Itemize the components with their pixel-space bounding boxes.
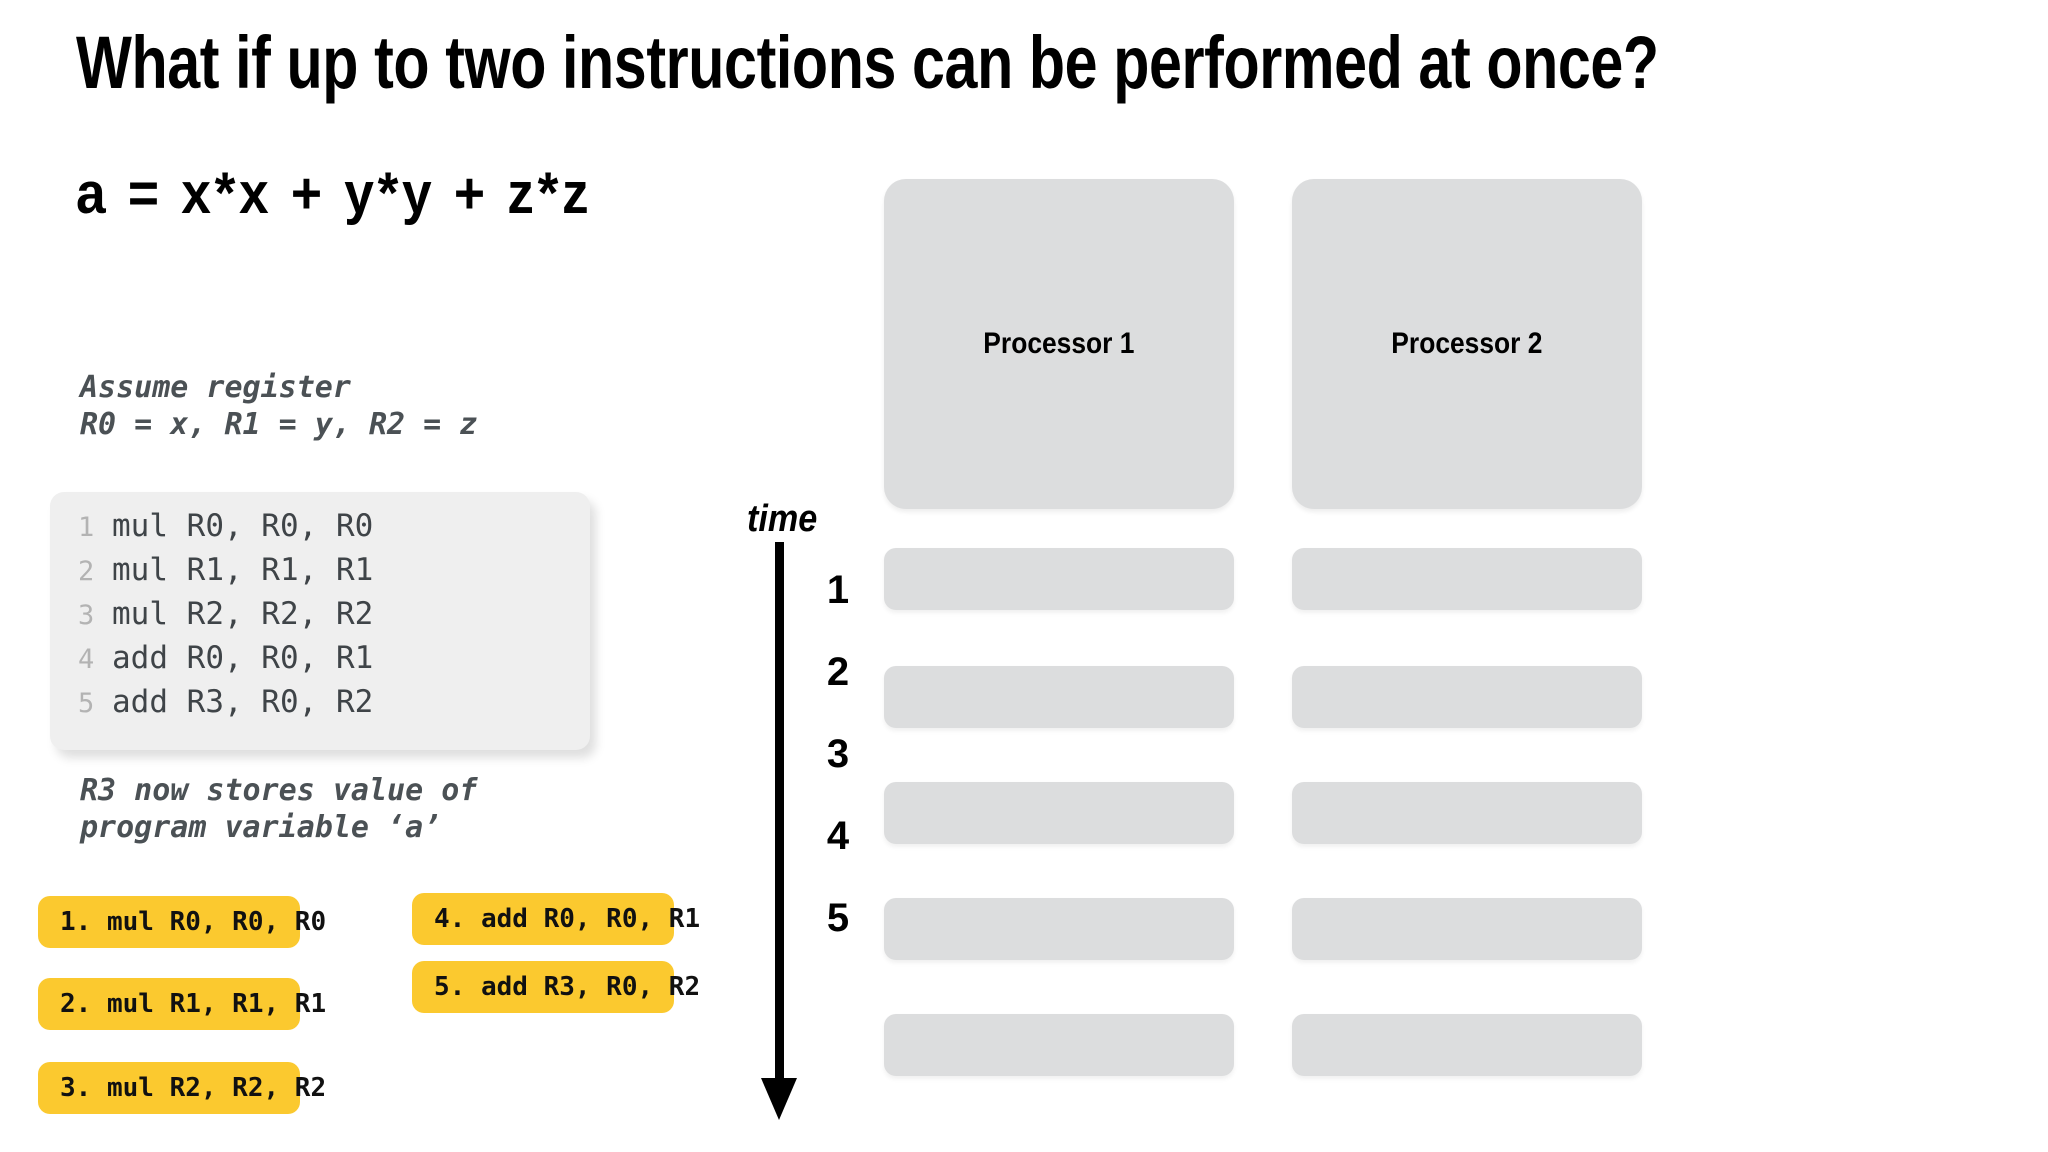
code-line-text: mul R1, R1, R1 bbox=[112, 552, 374, 588]
result-note: R3 now stores value of program variable … bbox=[80, 773, 478, 845]
assume-register-note: Assume register R0 = x, R1 = y, R2 = z bbox=[80, 370, 478, 442]
code-line-number: 5 bbox=[78, 688, 95, 719]
execution-slot[interactable] bbox=[884, 548, 1234, 610]
code-line: 3 mul R2, R2, R2 bbox=[50, 596, 590, 640]
time-arrow-head-icon bbox=[761, 1078, 797, 1120]
execution-slot[interactable] bbox=[884, 898, 1234, 960]
execution-slot[interactable] bbox=[884, 782, 1234, 844]
execution-slot[interactable] bbox=[884, 666, 1234, 728]
timeline-row-number: 4 bbox=[826, 814, 850, 858]
timeline-row-number: 2 bbox=[826, 650, 850, 694]
code-line-number: 2 bbox=[78, 556, 95, 587]
code-line: 1 mul R0, R0, R0 bbox=[50, 508, 590, 552]
code-line-number: 1 bbox=[78, 512, 95, 543]
code-line-number: 3 bbox=[78, 600, 95, 631]
execution-slot[interactable] bbox=[1292, 666, 1642, 728]
code-line-text: add R3, R0, R2 bbox=[112, 684, 374, 720]
instruction-card[interactable]: 5. add R3, R0, R2 bbox=[412, 961, 700, 1013]
execution-slot[interactable] bbox=[1292, 898, 1642, 960]
instruction-card[interactable]: 1. mul R0, R0, R0 bbox=[38, 896, 326, 948]
timeline-row-number: 3 bbox=[826, 732, 850, 776]
timeline-row-number: 5 bbox=[826, 896, 850, 940]
processor-box: Processor 1 bbox=[884, 179, 1234, 509]
code-line-text: mul R2, R2, R2 bbox=[112, 596, 374, 632]
execution-slot[interactable] bbox=[884, 1014, 1234, 1076]
code-block: 1 mul R0, R0, R0 2 mul R1, R1, R1 3 mul R2, R… bbox=[50, 492, 590, 750]
code-line-number: 4 bbox=[78, 644, 95, 675]
time-arrow-shaft bbox=[775, 542, 784, 1082]
processor-label: Processor 1 bbox=[983, 327, 1135, 360]
code-line-text: add R0, R0, R1 bbox=[112, 640, 374, 676]
code-line: 5 add R3, R0, R2 bbox=[50, 684, 590, 728]
formula-expression: a = x*x + y*y + z*z bbox=[76, 161, 593, 226]
execution-slot[interactable] bbox=[1292, 782, 1642, 844]
processor-label: Processor 2 bbox=[1391, 327, 1543, 360]
code-line: 4 add R0, R0, R1 bbox=[50, 640, 590, 684]
code-line: 2 mul R1, R1, R1 bbox=[50, 552, 590, 596]
instruction-card[interactable]: 2. mul R1, R1, R1 bbox=[38, 978, 326, 1030]
time-axis-label: time bbox=[747, 498, 818, 540]
instruction-card[interactable]: 3. mul R2, R2, R2 bbox=[38, 1062, 326, 1114]
page-title: What if up to two instructions can be pe… bbox=[76, 21, 1659, 104]
code-line-text: mul R0, R0, R0 bbox=[112, 508, 374, 544]
instruction-card[interactable]: 4. add R0, R0, R1 bbox=[412, 893, 700, 945]
timeline-row-number: 1 bbox=[826, 568, 850, 612]
execution-slot[interactable] bbox=[1292, 548, 1642, 610]
execution-slot[interactable] bbox=[1292, 1014, 1642, 1076]
processor-box: Processor 2 bbox=[1292, 179, 1642, 509]
